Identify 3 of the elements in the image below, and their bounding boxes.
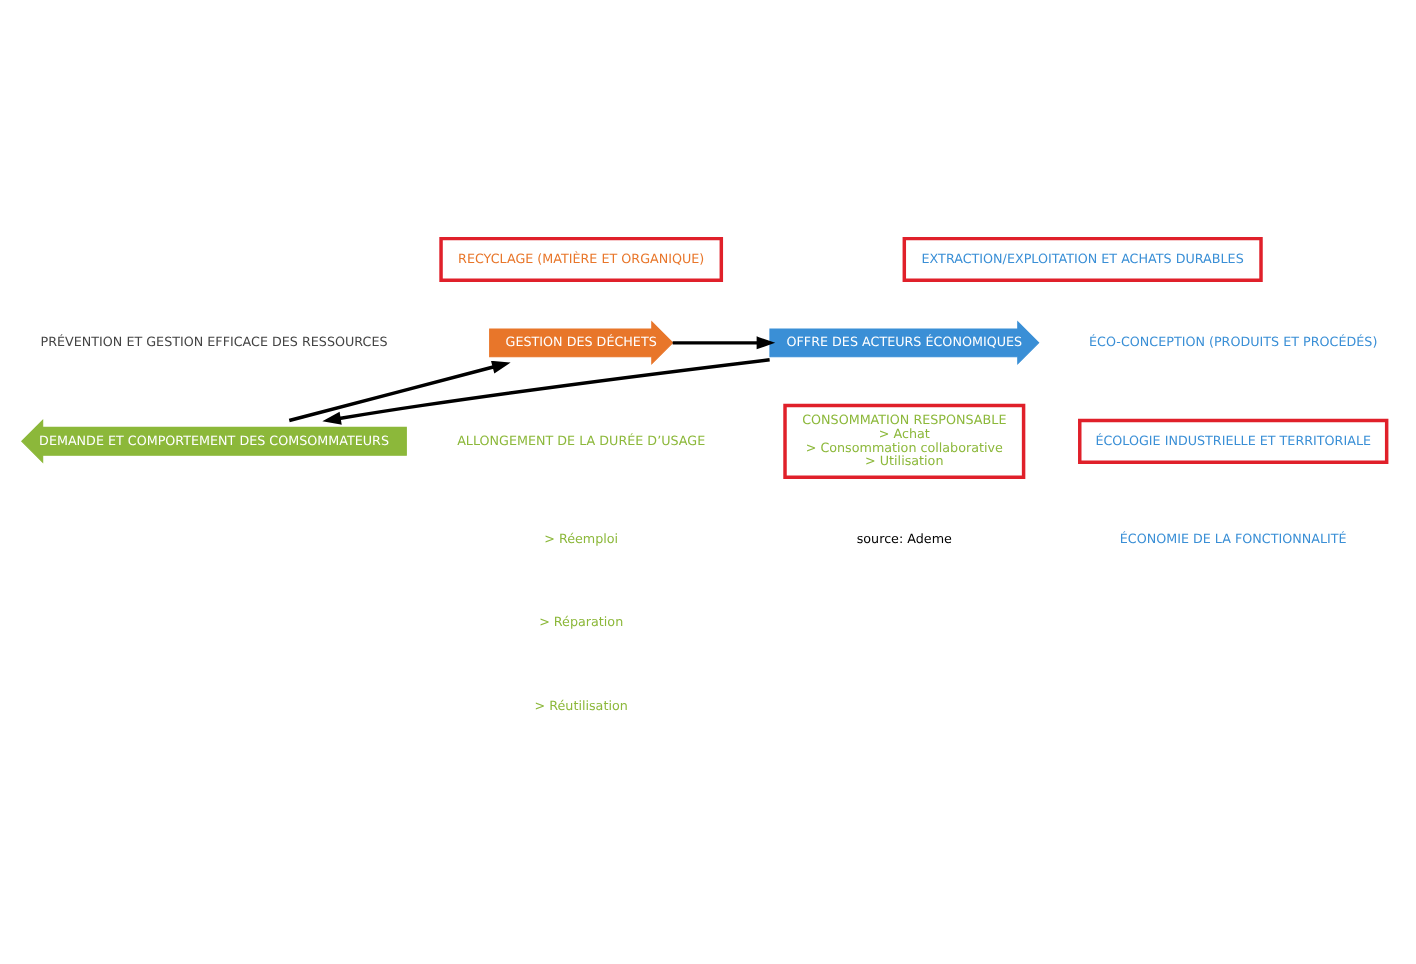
arrow	[322, 357, 770, 424]
arrow	[672, 335, 776, 349]
arrow	[288, 359, 511, 422]
